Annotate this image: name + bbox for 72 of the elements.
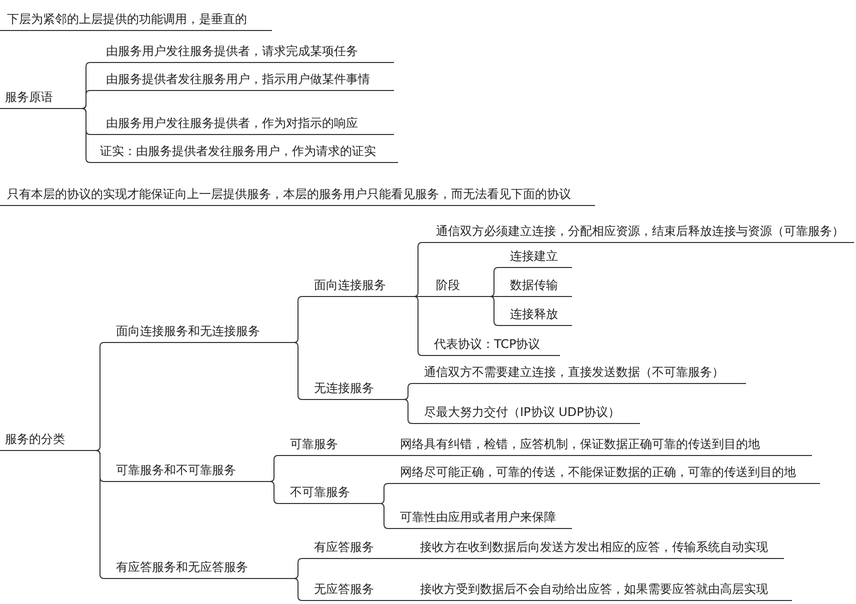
topic-node <box>282 483 376 504</box>
topic-node <box>108 461 266 482</box>
connector-line <box>266 481 282 504</box>
topic-node <box>94 142 398 163</box>
topic-text: 服务的分类 <box>5 432 65 446</box>
connector-line <box>290 342 306 400</box>
topic-node <box>426 335 560 356</box>
topic-text: 服务原语 <box>5 90 53 104</box>
topic-text: 可靠服务 <box>290 437 338 451</box>
topic-node <box>282 435 376 456</box>
topic-node <box>0 185 595 206</box>
topic-text: 接收方受到数据后不会自动给出应答，如果需要应答就由高层实现 <box>420 582 768 596</box>
topic-node <box>412 580 792 601</box>
topic-text: 由服务用户发往服务提供者，请求完成某项任务 <box>106 44 358 58</box>
topic-node <box>392 463 820 484</box>
connector-line <box>396 600 412 601</box>
topic-node <box>416 403 640 424</box>
topic-text: 下层为紧邻的上层提供的功能调用，是垂直的 <box>7 12 247 26</box>
connector-line <box>290 578 306 601</box>
topic-text: 网络尽可能正确，可靠的传送，不能保证数据的正确，可靠的传送到目的地 <box>400 465 796 479</box>
topic-text: 可靠性由应用或者用户来保障 <box>400 510 556 524</box>
topic-text: 由服务用户发往服务提供者，作为对指示的响应 <box>106 116 358 130</box>
topic-node <box>306 379 400 400</box>
topic-node <box>502 276 572 297</box>
connector-line <box>78 108 94 163</box>
topic-text: 无应答服务 <box>314 582 374 596</box>
topic-text: 只有本层的协议的实现才能保证向上一层提供服务，本层的服务用户只能看见服务，而无法看见下面的协议 <box>7 187 571 201</box>
topic-text: 尽最大努力交付（IP协议 UDP协议） <box>424 405 620 419</box>
topic-node <box>108 558 290 579</box>
topic-node <box>94 114 394 135</box>
topic-text: 面向连接服务 <box>314 278 386 292</box>
topic-text: 通信双方必须建立连接，分配相应资源，结束后释放连接与资源（可靠服务） <box>436 224 844 238</box>
topic-node <box>392 508 572 529</box>
topic-text: 接收方在收到数据后向发送方发出相应的应答，传输系统自动实现 <box>420 540 768 554</box>
topic-text: 阶段 <box>436 278 460 292</box>
topic-text: 无连接服务 <box>314 381 374 395</box>
topic-node <box>426 276 486 297</box>
topic-node <box>108 322 290 343</box>
connector-line <box>376 455 392 456</box>
topic-node <box>502 247 572 268</box>
topic-node <box>392 435 812 456</box>
topic-text: 面向连接服务和无连接服务 <box>116 324 260 338</box>
topic-text: 连接释放 <box>510 307 558 321</box>
topic-text: 不可靠服务 <box>290 485 350 499</box>
topic-text: 代表协议：TCP协议 <box>434 337 540 351</box>
topic-text: 数据传输 <box>510 278 558 292</box>
connector-line <box>410 296 426 356</box>
connector-line <box>396 558 412 559</box>
connector-line <box>92 450 108 579</box>
topic-text: 证实：由服务提供者发往服务用户，作为请求的证实 <box>100 144 376 158</box>
connector-line <box>486 296 502 326</box>
topic-text: 有应答服务和无应答服务 <box>116 560 248 574</box>
topic-text: 可靠服务和不可靠服务 <box>116 463 236 477</box>
topic-node <box>0 10 272 31</box>
topic-node <box>0 88 78 109</box>
topic-node <box>412 538 784 559</box>
connector-line <box>376 503 392 529</box>
topic-node <box>94 42 394 63</box>
topic-node <box>306 580 396 601</box>
topic-text: 连接建立 <box>510 249 558 263</box>
topic-node <box>502 305 572 326</box>
topic-node <box>416 363 746 384</box>
topic-node <box>94 70 394 91</box>
topic-text: 有应答服务 <box>314 540 374 554</box>
topic-node <box>306 538 396 559</box>
topic-node <box>306 276 410 297</box>
topic-text: 由服务提供者发往服务用户，指示用户做某件事情 <box>106 72 370 86</box>
connector-line <box>400 399 416 424</box>
topic-text: 网络具有纠错，检错，应答机制，保证数据正确可靠的传送到目的地 <box>400 437 760 451</box>
topic-node <box>0 430 92 451</box>
topic-node <box>426 222 854 243</box>
topic-text: 通信双方不需要建立连接，直接发送数据（不可靠服务） <box>424 365 724 379</box>
